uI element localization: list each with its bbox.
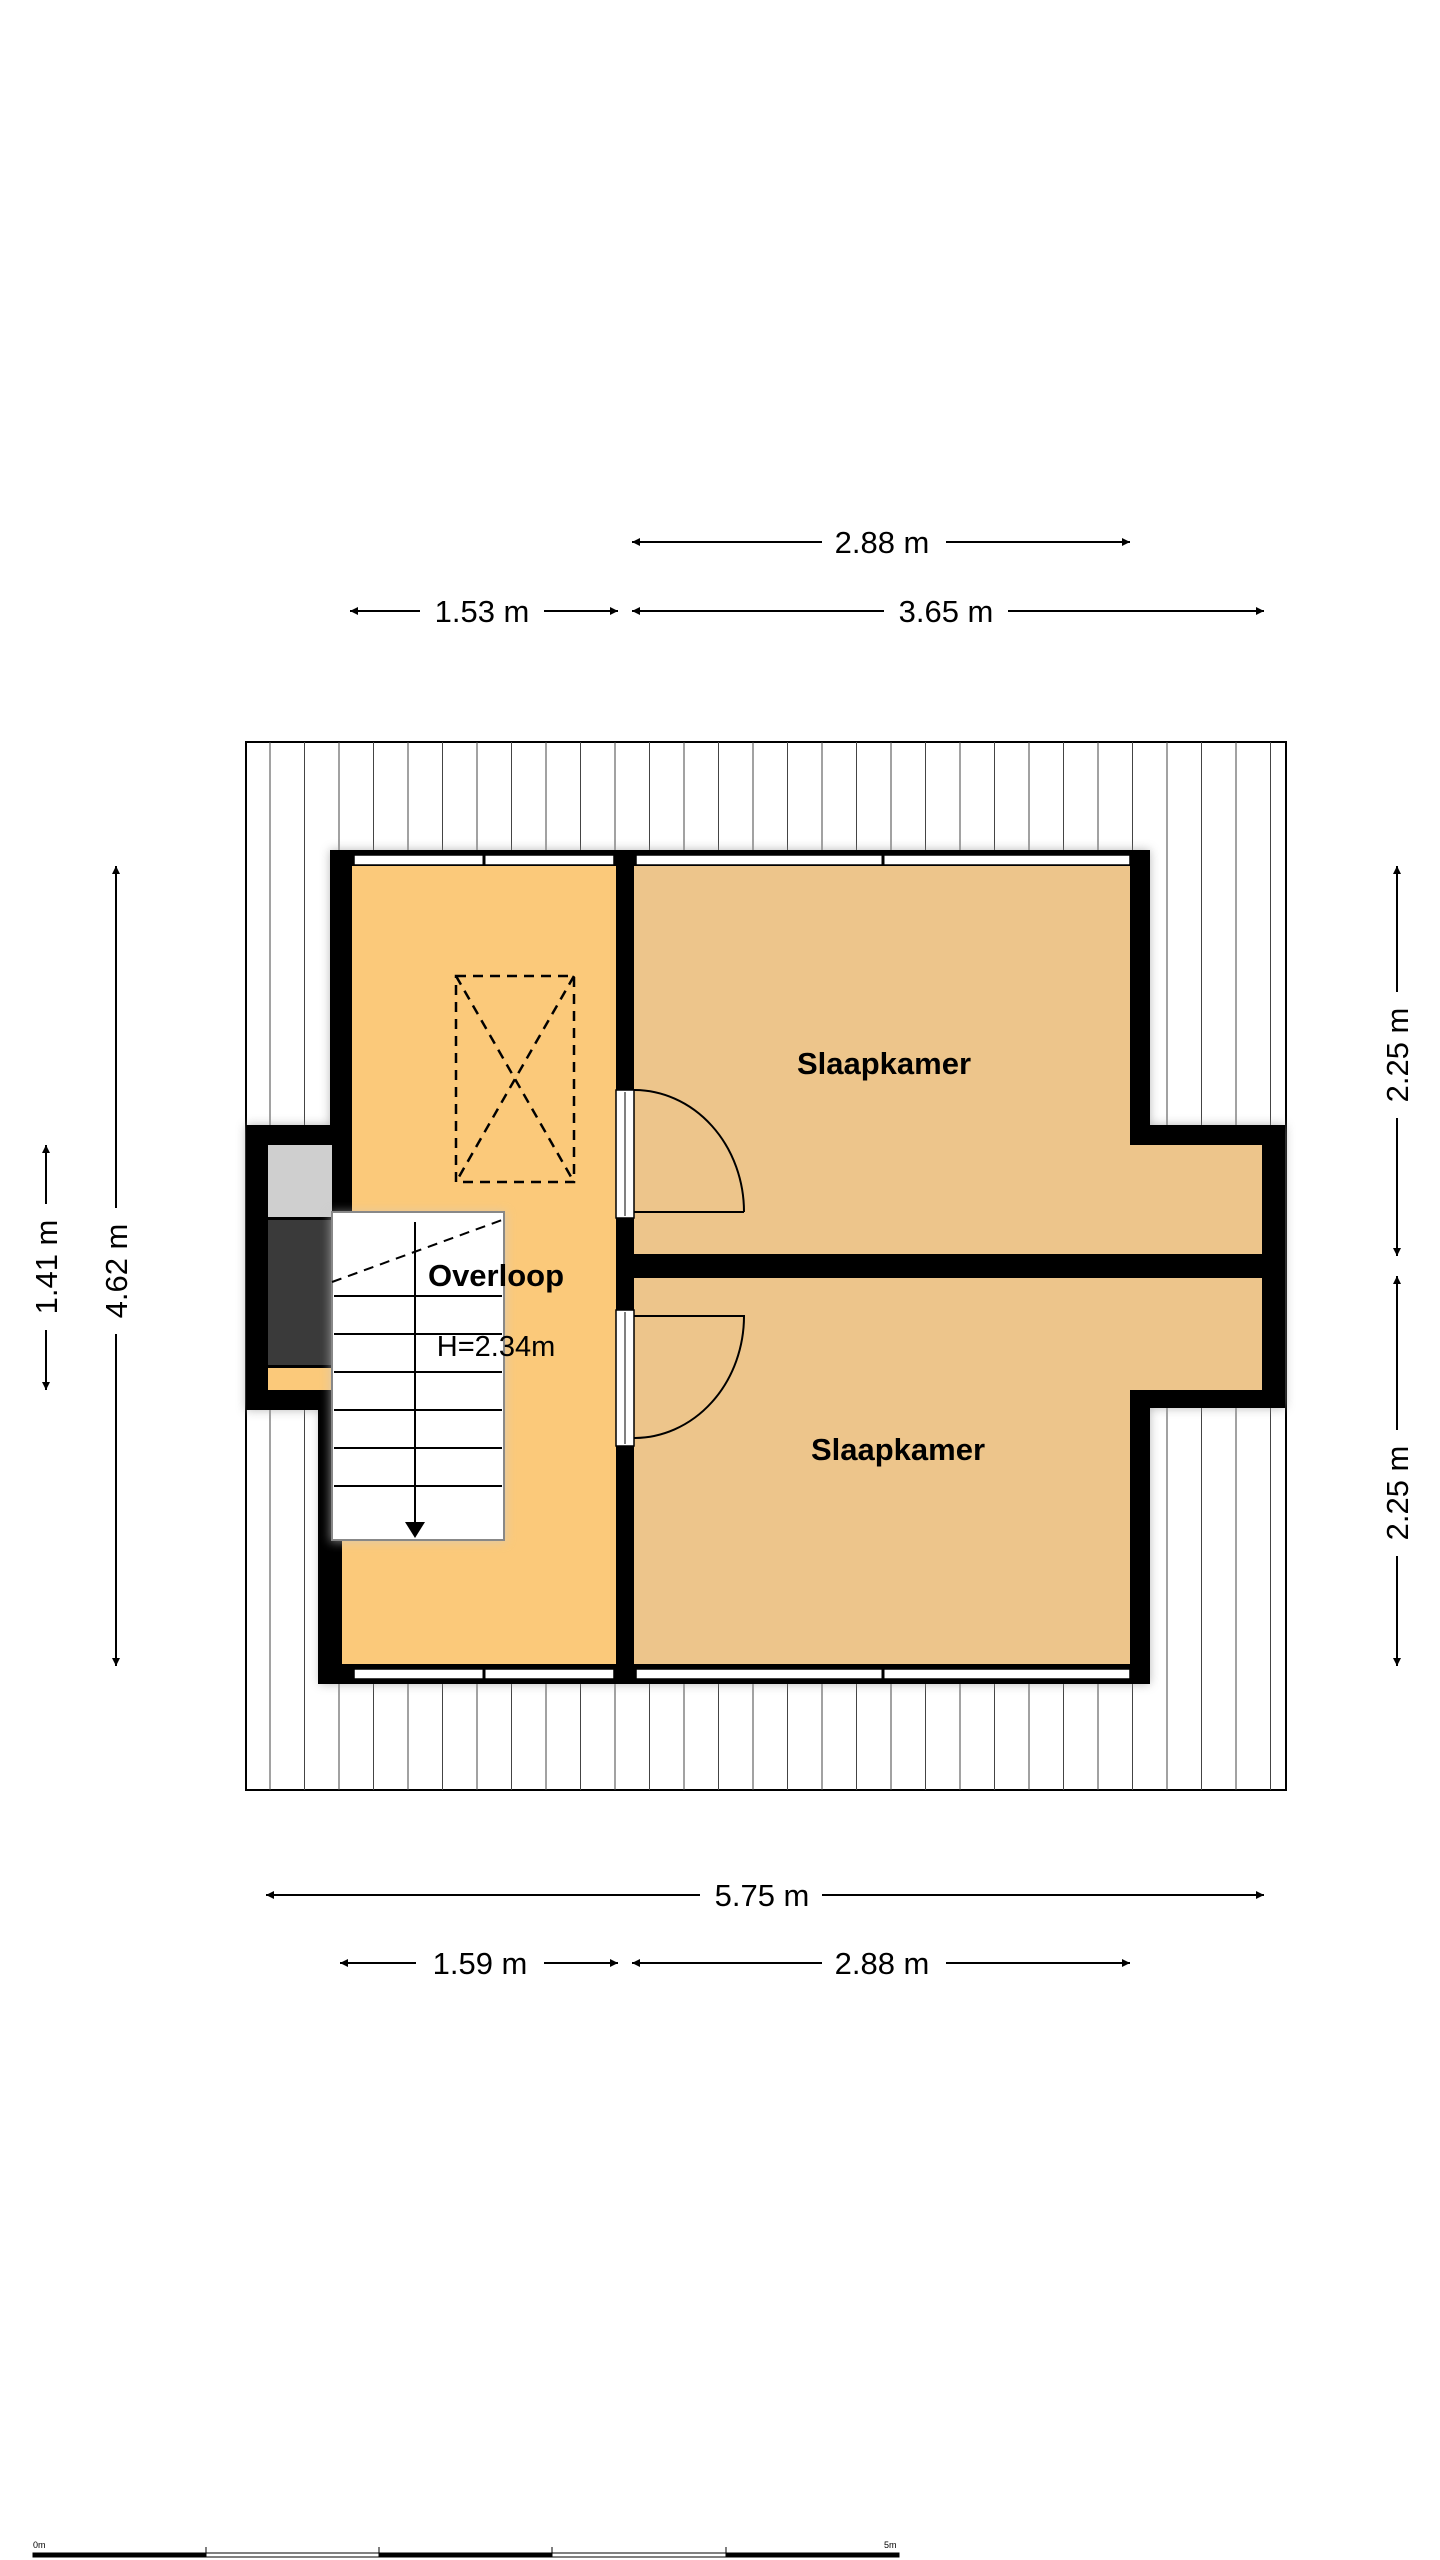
shaft-dark bbox=[268, 1220, 332, 1365]
shaft-light bbox=[268, 1145, 332, 1217]
dim-left-inner: 1.41 m bbox=[29, 1145, 64, 1390]
dim-top-upper: 2.88 m bbox=[632, 525, 1130, 560]
dim-bottom-right: 2.88 m bbox=[632, 1946, 1130, 1981]
windows bbox=[353, 854, 1131, 1680]
svg-text:2.88 m: 2.88 m bbox=[835, 525, 930, 560]
svg-text:1.59 m: 1.59 m bbox=[433, 1946, 528, 1981]
dim-bottom-total: 5.75 m bbox=[266, 1878, 1264, 1913]
skylight bbox=[454, 974, 576, 1184]
scale-end: 5m bbox=[884, 2540, 897, 2550]
svg-text:2.25 m: 2.25 m bbox=[1380, 1008, 1415, 1103]
dim-top-right: 3.65 m bbox=[632, 594, 1264, 629]
svg-text:3.65 m: 3.65 m bbox=[899, 594, 994, 629]
dim-right-top: 2.25 m bbox=[1380, 866, 1415, 1256]
bedroom-top-floor bbox=[634, 866, 1262, 1254]
scale-start: 0m bbox=[33, 2540, 46, 2550]
scale-bar: 0m 5m bbox=[32, 2540, 900, 2558]
svg-text:2.88 m: 2.88 m bbox=[835, 1946, 930, 1981]
svg-text:2.25 m: 2.25 m bbox=[1380, 1446, 1415, 1541]
room-label-slaapkamer-top: Slaapkamer bbox=[797, 1046, 971, 1081]
svg-text:1.41 m: 1.41 m bbox=[29, 1220, 64, 1315]
door-bottom bbox=[615, 1309, 746, 1447]
dim-right-bottom: 2.25 m bbox=[1380, 1276, 1415, 1666]
dim-left-outer: 4.62 m bbox=[99, 866, 134, 1666]
svg-text:1.53 m: 1.53 m bbox=[435, 594, 530, 629]
room-label-overloop: Overloop bbox=[428, 1258, 564, 1293]
staircase bbox=[330, 1211, 506, 1542]
room-height-overloop: H=2.34m bbox=[437, 1331, 555, 1363]
dim-top-left: 1.53 m bbox=[350, 594, 618, 629]
door-top bbox=[615, 1089, 745, 1219]
dim-bottom-left: 1.59 m bbox=[340, 1946, 618, 1981]
svg-text:5.75 m: 5.75 m bbox=[715, 1878, 810, 1913]
bedroom-bottom-floor bbox=[634, 1278, 1262, 1664]
room-label-slaapkamer-bottom: Slaapkamer bbox=[811, 1432, 985, 1467]
svg-text:4.62 m: 4.62 m bbox=[99, 1224, 134, 1319]
